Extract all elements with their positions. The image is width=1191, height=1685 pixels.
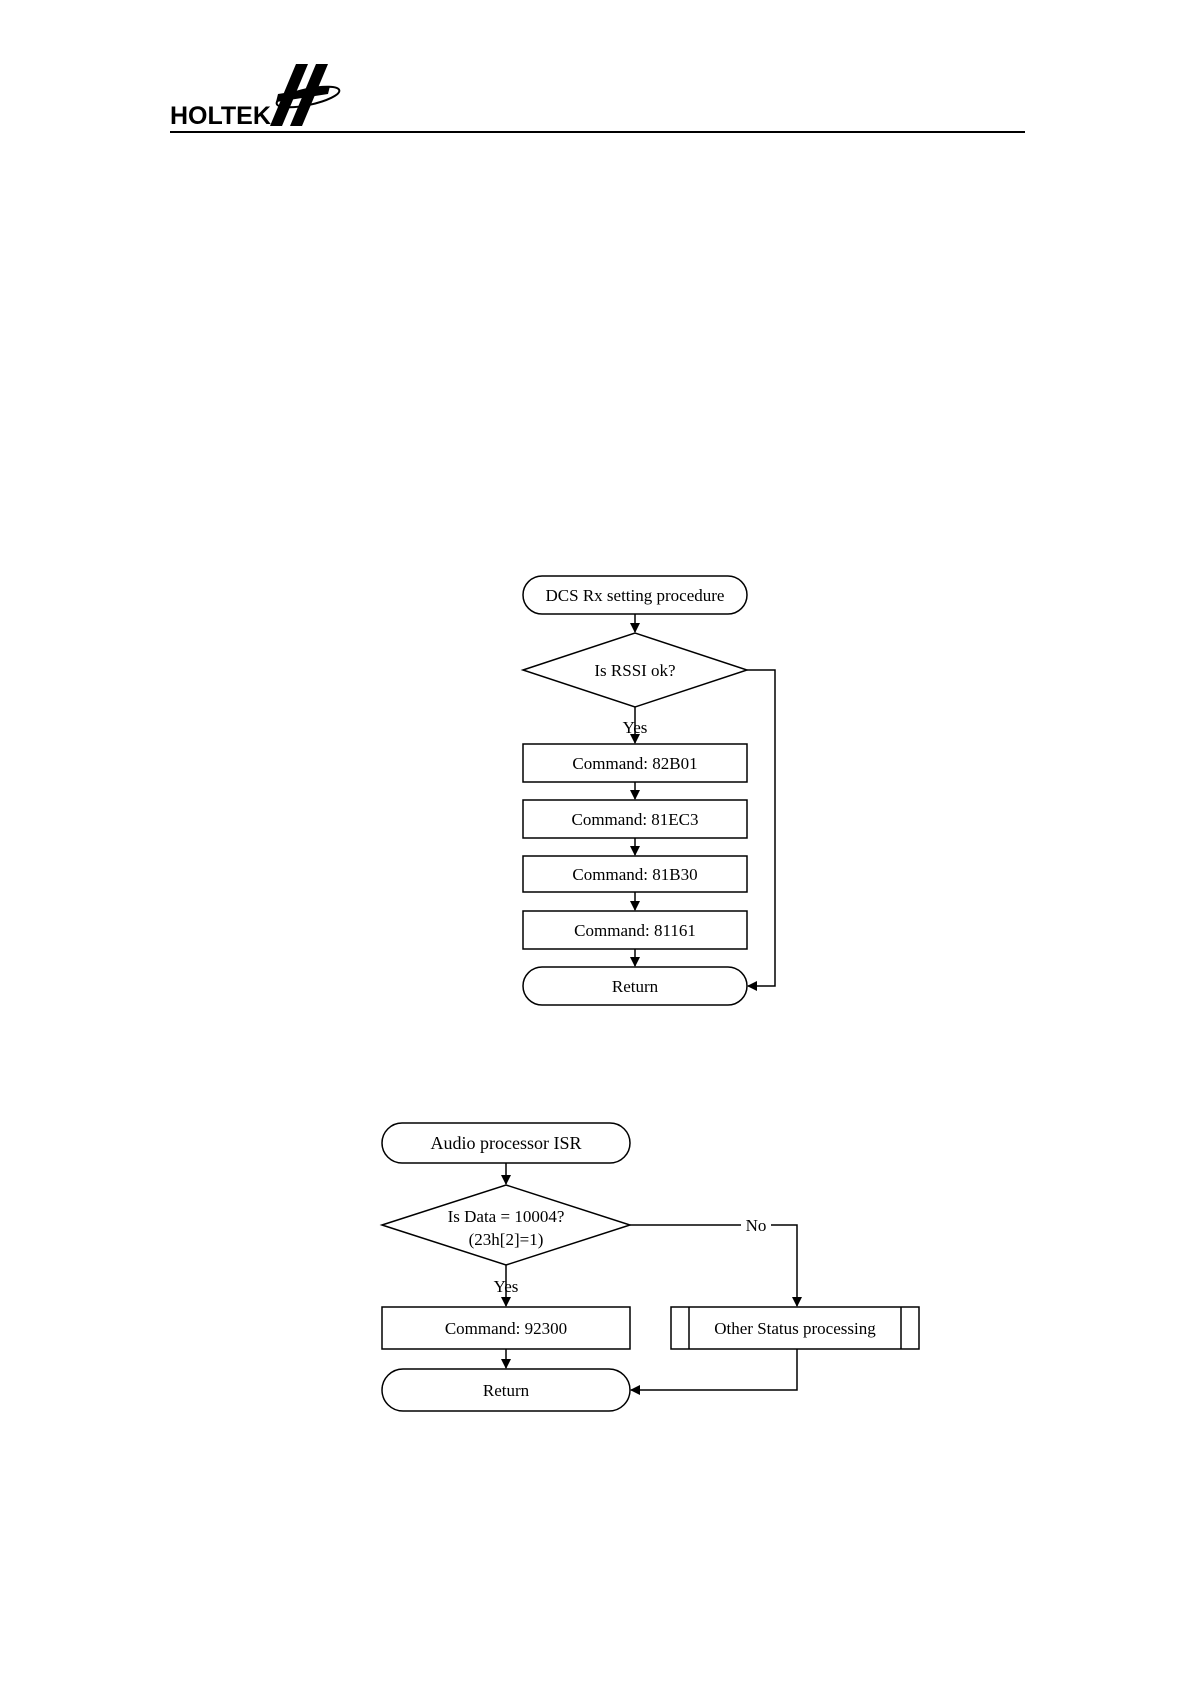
terminal-start-isr: Audio processor ISR	[382, 1123, 630, 1163]
no-branch-arrow	[747, 670, 775, 986]
no-label: No	[746, 1216, 767, 1235]
return-1-label: Return	[612, 977, 659, 996]
decision-data-line2: (23h[2]=1)	[469, 1230, 544, 1249]
flowchart-audio-isr: Audio processor ISR Is Data = 10004? (23…	[382, 1123, 919, 1411]
decision-rssi: Is RSSI ok?	[523, 633, 747, 707]
process-step-4: Command: 81161	[523, 911, 747, 949]
process-step-1: Command: 82B01	[523, 744, 747, 782]
decision-data-line1: Is Data = 10004?	[448, 1207, 565, 1226]
command-label: Command: 92300	[445, 1319, 567, 1338]
process-step-2: Command: 81EC3	[523, 800, 747, 838]
process-step-3: Command: 81B30	[523, 856, 747, 892]
no-branch-arrow	[771, 1225, 797, 1306]
step-2-label: Command: 81EC3	[571, 810, 698, 829]
step-3-label: Command: 81B30	[572, 865, 697, 884]
isr-start-label: Audio processor ISR	[431, 1133, 582, 1153]
terminal-return-1: Return	[523, 967, 747, 1005]
return-2-label: Return	[483, 1381, 530, 1400]
other-label: Other Status processing	[714, 1319, 876, 1338]
predefined-process-other: Other Status processing	[671, 1307, 919, 1349]
terminal-start: DCS Rx setting procedure	[523, 576, 747, 614]
terminal-start-label: DCS Rx setting procedure	[546, 586, 725, 605]
process-command: Command: 92300	[382, 1307, 630, 1349]
decision-data: Is Data = 10004? (23h[2]=1)	[382, 1185, 630, 1265]
step-1-label: Command: 82B01	[572, 754, 697, 773]
step-4-label: Command: 81161	[574, 921, 696, 940]
other-return-arrow	[631, 1349, 797, 1390]
decision-rssi-label: Is RSSI ok?	[594, 661, 675, 680]
terminal-return-2: Return	[382, 1369, 630, 1411]
flowchart-dcs-rx: DCS Rx setting procedure Is RSSI ok? Yes…	[523, 576, 775, 1005]
